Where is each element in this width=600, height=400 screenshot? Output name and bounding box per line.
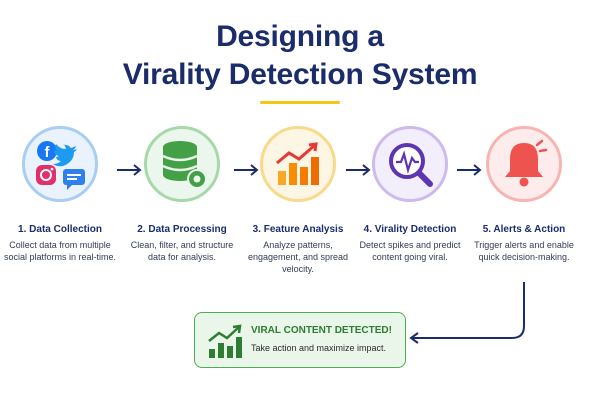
- chat-icon: [63, 169, 85, 190]
- magnifier-pulse-icon: [389, 143, 433, 187]
- step-5-desc: Trigger alerts and enable quick decision…: [474, 240, 574, 262]
- step-3-title: 3. Feature Analysis: [252, 224, 344, 235]
- title-line-1: Designing a: [216, 20, 384, 53]
- step-2-title: 2. Data Processing: [137, 224, 227, 235]
- arrow-4-icon: [457, 164, 482, 176]
- twitter-icon: [53, 144, 77, 167]
- bar-chart-icon: [276, 142, 319, 185]
- step-1-icons: f: [36, 141, 85, 190]
- connector-arrow-icon: [409, 282, 525, 344]
- arrow-1-icon: [117, 164, 142, 176]
- instagram-icon: [36, 165, 56, 185]
- title-line-2: Virality Detection System: [122, 58, 478, 91]
- arrow-3-icon: [346, 164, 371, 176]
- step-3-desc: Analyze patterns, engagement, and spread…: [247, 240, 349, 274]
- step-4-desc: Detect spikes and predict content going …: [359, 240, 461, 262]
- step-2-icons: [162, 141, 207, 189]
- title-underline: [260, 101, 340, 104]
- growth-chart-icon: [208, 324, 242, 358]
- step-5-title: 5. Alerts & Action: [482, 224, 566, 235]
- step-2-desc: Clean, filter, and structure data for an…: [130, 240, 234, 262]
- result-title: VIRAL CONTENT DETECTED!: [251, 325, 392, 336]
- step-1-title: 1. Data Collection: [18, 224, 102, 235]
- result-box: VIRAL CONTENT DETECTED! Take action and …: [194, 312, 406, 368]
- step-4-circle: [372, 126, 448, 202]
- svg-text:f: f: [45, 144, 51, 161]
- result-text: Take action and maximize impact.: [251, 343, 387, 353]
- step-4-title: 4. Virality Detection: [363, 224, 457, 235]
- step-5-circle: [486, 126, 562, 202]
- step-1-circle: f: [22, 126, 98, 202]
- step-3-circle: [260, 126, 336, 202]
- facebook-icon: f: [37, 141, 57, 161]
- arrow-2-icon: [234, 164, 259, 176]
- database-icon: [162, 141, 198, 181]
- bell-icon: [505, 139, 548, 187]
- step-2-circle: [144, 126, 220, 202]
- gear-icon: [187, 169, 207, 189]
- step-1-desc: Collect data from multiple social platfo…: [3, 240, 117, 262]
